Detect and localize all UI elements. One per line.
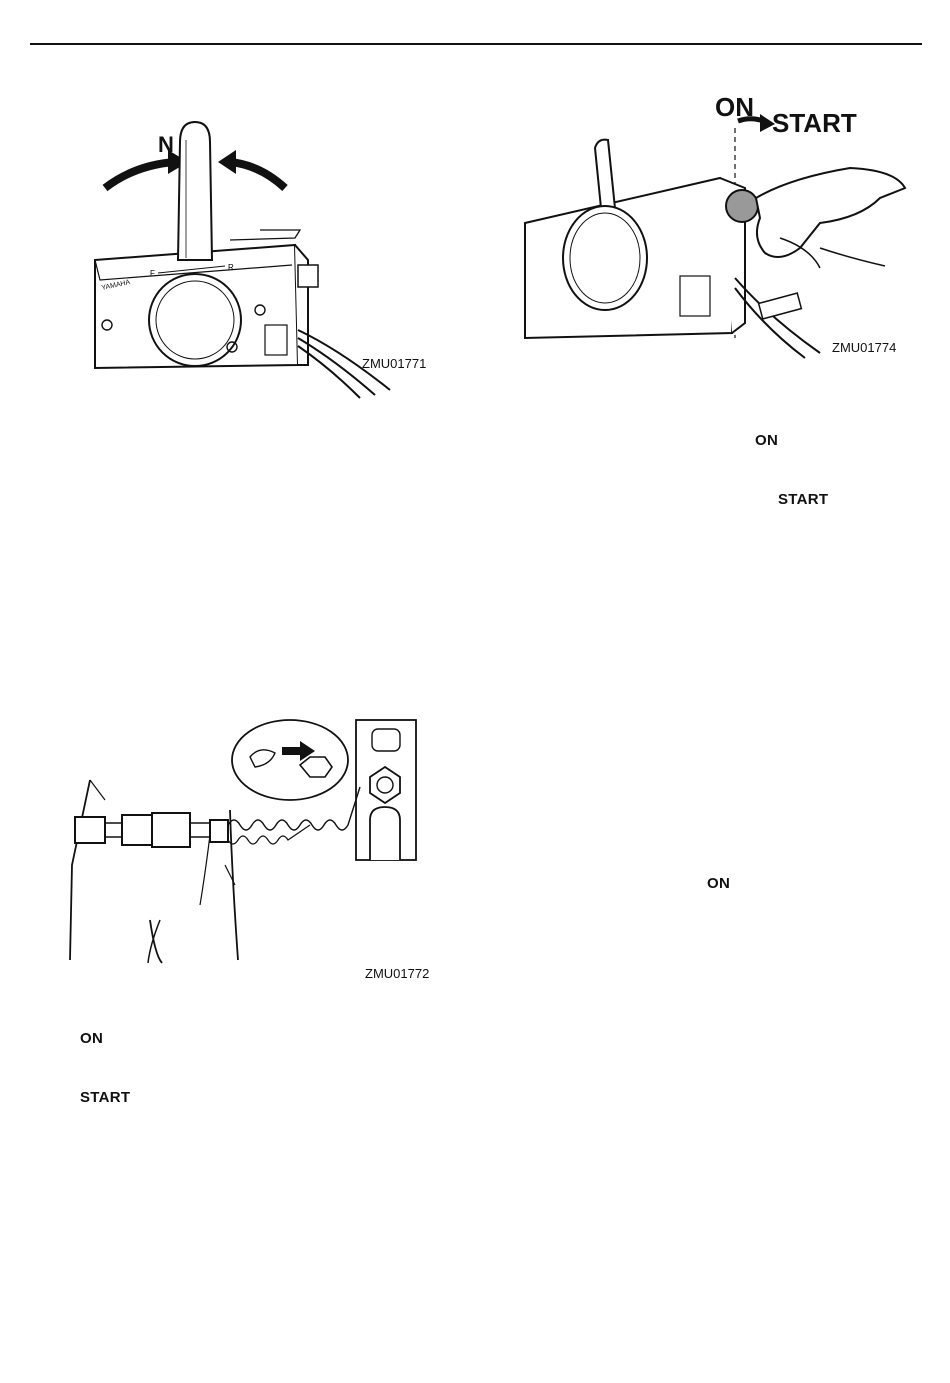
switch-symbol-start: START [778, 491, 828, 508]
header-rule [30, 43, 922, 45]
switch-symbol-on: ON [80, 1030, 103, 1047]
figure-code: ZMU01774 [832, 340, 896, 355]
start-label: START [772, 108, 857, 138]
neutral-label: N [158, 132, 174, 157]
reverse-mark: R [228, 263, 234, 272]
switch-symbol-start: START [80, 1089, 130, 1106]
figure-lanyard: ZMU01772 [60, 715, 450, 975]
figure-code: ZMU01772 [365, 966, 429, 981]
figure-code: ZMU01771 [362, 356, 426, 371]
figure-key-start: ON START ZMU01774 [520, 88, 920, 378]
switch-symbol-on: ON [707, 875, 730, 892]
figure-lever-neutral: N YAMAHA F R ZMU01771 [80, 110, 460, 400]
forward-mark: F [150, 269, 155, 278]
switch-symbol-on: ON [755, 432, 778, 449]
